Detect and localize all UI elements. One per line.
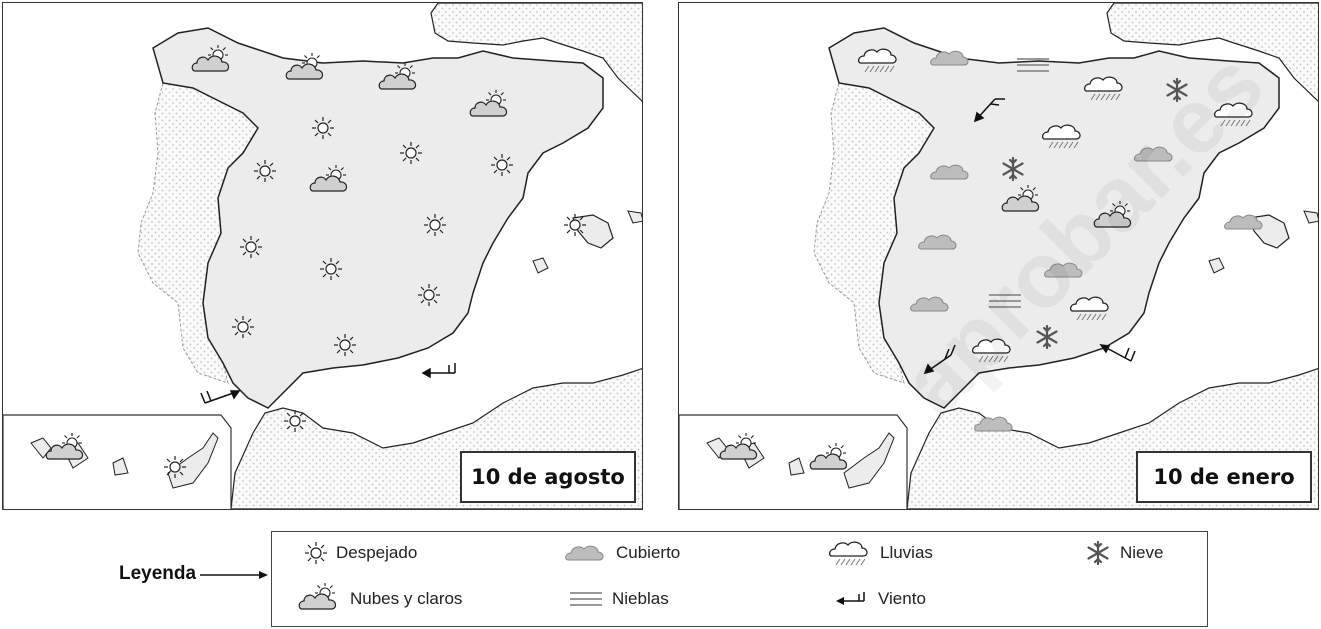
date-label-enero: 10 de enero [1136,451,1312,503]
map-panel-agosto: 10 de agosto [2,2,643,510]
cloud-gray-icon [1134,146,1173,162]
legend-item-nieblas: Nieblas [568,584,669,614]
cloud-gray-icon [910,296,949,312]
sun-icon [239,235,263,259]
wind-arrow-icon [200,390,241,404]
legend-item-lluvias: Lluvias [828,538,933,568]
iberia-map-agosto [3,3,642,509]
legend-item-nubes-y-claros: Nubes y claros [298,582,463,614]
sun-icon [311,116,335,140]
sun-icon [399,141,423,165]
cloud-gray-icon [930,164,969,180]
sun-cloud-icon [191,44,230,72]
legend-label: Viento [878,589,926,608]
rain-cloud-icon [1069,296,1109,321]
sun-icon [319,257,343,281]
sun-icon [333,333,357,357]
snowflake-icon [1036,324,1058,350]
legend-label: Nieve [1120,543,1164,562]
cloud-gray-icon [1044,262,1083,278]
rain-cloud-icon [971,338,1011,363]
cloud-gray-icon [918,234,957,250]
sun-cloud-icon [809,442,848,470]
cloud-gray-icon [930,50,969,66]
sun-cloud-icon [469,89,508,117]
snowflake-icon [1087,540,1109,566]
sun-cloud-icon [45,432,84,460]
cloud-gray-icon [974,416,1013,432]
rain-cloud-icon [1213,102,1253,127]
weather-icons-enero [719,48,1263,470]
rain-cloud-icon [828,541,868,566]
legend-item-nieve: Nieve [1084,538,1163,568]
sun-icon [231,315,255,339]
legend-item-cubierto: Cubierto [564,538,680,568]
snowflake-icon [1002,156,1024,182]
wind-arrow-icon [836,592,865,605]
fog-icon [988,294,1022,308]
sun-icon [490,153,514,177]
legend-label: Nubes y claros [350,589,463,608]
rain-cloud-icon [1041,124,1081,149]
sun-icon [423,213,447,237]
cloud-gray-icon [1224,214,1263,230]
sun-cloud-icon [719,432,758,460]
wind-arrow-icon [421,363,456,379]
weather-icons-agosto [45,44,587,479]
legend-item-viento: Viento [834,584,926,614]
cloud-gray-icon [565,545,604,561]
fog-icon [569,592,603,606]
sun-cloud-icon [1001,184,1040,212]
date-label-agosto: 10 de agosto [460,451,636,503]
iberia-map-enero [679,3,1318,509]
sun-cloud-icon [309,164,348,192]
sun-icon [563,213,587,237]
sun-icon [283,409,307,433]
snowflake-icon [1166,77,1188,103]
sun-cloud-icon [378,62,417,90]
legend-label: Despejado [336,543,418,562]
wind-arrow-icon [973,98,1005,123]
sun-icon [163,455,187,479]
rain-cloud-icon [1083,76,1123,101]
wind-arrow-icon [1099,344,1136,362]
legend-label: Lluvias [880,543,933,562]
sun-cloud-icon [1093,200,1132,228]
sun-cloud-icon [298,582,337,610]
legend-label: Nieblas [612,589,669,608]
fog-icon [1016,58,1050,72]
sun-cloud-icon [285,52,324,80]
sun-icon [253,159,277,183]
legend-label: Cubierto [616,543,681,562]
sun-icon [304,541,328,565]
map-panel-enero: 10 de enero [678,2,1319,510]
legend-title: Leyenda [119,563,197,584]
wind-arrow-icon [923,344,956,375]
legend-box: Despejado Cubierto Lluvias Nieve Nubes y… [271,531,1208,627]
rain-cloud-icon [857,48,897,73]
sun-icon [417,283,441,307]
legend-item-despejado: Despejado [304,538,417,568]
